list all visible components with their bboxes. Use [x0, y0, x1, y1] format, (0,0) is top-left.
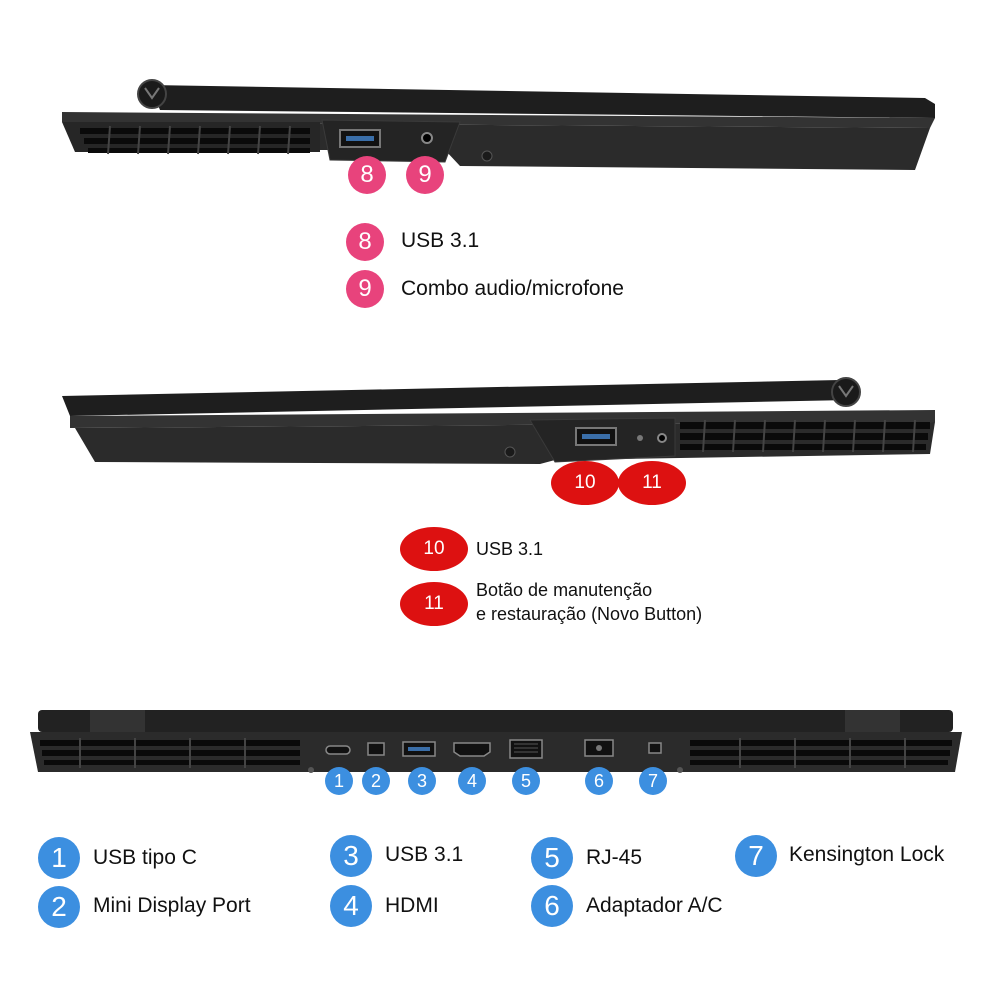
- legend-num-1: 1: [38, 837, 80, 879]
- legend-label-adaptador-ac: Adaptador A/C: [586, 894, 723, 917]
- legend-label-usb-3-1-rear: USB 3.1: [385, 843, 464, 866]
- legend-num-5: 5: [531, 837, 573, 879]
- laptop-right-side-image: [62, 377, 935, 464]
- callout-11: 11: [618, 461, 686, 505]
- legend-label-usb-3-1: USB 3.1: [401, 229, 480, 252]
- callout-9: 9: [406, 156, 444, 194]
- legend-num-4: 4: [330, 885, 372, 927]
- laptop-rear-image: [30, 710, 962, 773]
- legend-label-hdmi: HDMI: [385, 894, 439, 917]
- callout-10: 10: [551, 461, 619, 505]
- laptop-left-side-image: [62, 79, 935, 170]
- callout-3: 3: [408, 767, 436, 795]
- legend-num-2: 2: [38, 886, 80, 928]
- callout-2: 2: [362, 767, 390, 795]
- legend-label-combo-audio: Combo audio/microfone: [401, 277, 624, 300]
- legend-num-8: 8: [346, 223, 384, 261]
- legend-label-novo-button-line2: e restauração (Novo Button): [476, 604, 703, 624]
- legend-num-7: 7: [735, 835, 777, 877]
- legend-num-10: 10: [400, 527, 468, 571]
- legend-label-usb-3-1-right: USB 3.1: [476, 539, 544, 559]
- legend-label-novo-button-line1: Botão de manutenção: [476, 580, 653, 600]
- legend-num-6: 6: [531, 885, 573, 927]
- callout-6: 6: [585, 767, 613, 795]
- callout-5: 5: [512, 767, 540, 795]
- legend-label-rj-45: RJ-45: [586, 846, 643, 869]
- callout-7: 7: [639, 767, 667, 795]
- legend-label-mini-display-port: Mini Display Port: [93, 894, 251, 917]
- callout-1: 1: [325, 767, 353, 795]
- callout-4: 4: [458, 767, 486, 795]
- legend-label-usb-tipo-c: USB tipo C: [93, 846, 197, 869]
- callout-8: 8: [348, 156, 386, 194]
- legend-num-11: 11: [400, 582, 468, 626]
- legend-num-3: 3: [330, 835, 372, 877]
- legend-num-9: 9: [346, 270, 384, 308]
- legend-label-kensington-lock: Kensington Lock: [789, 843, 945, 866]
